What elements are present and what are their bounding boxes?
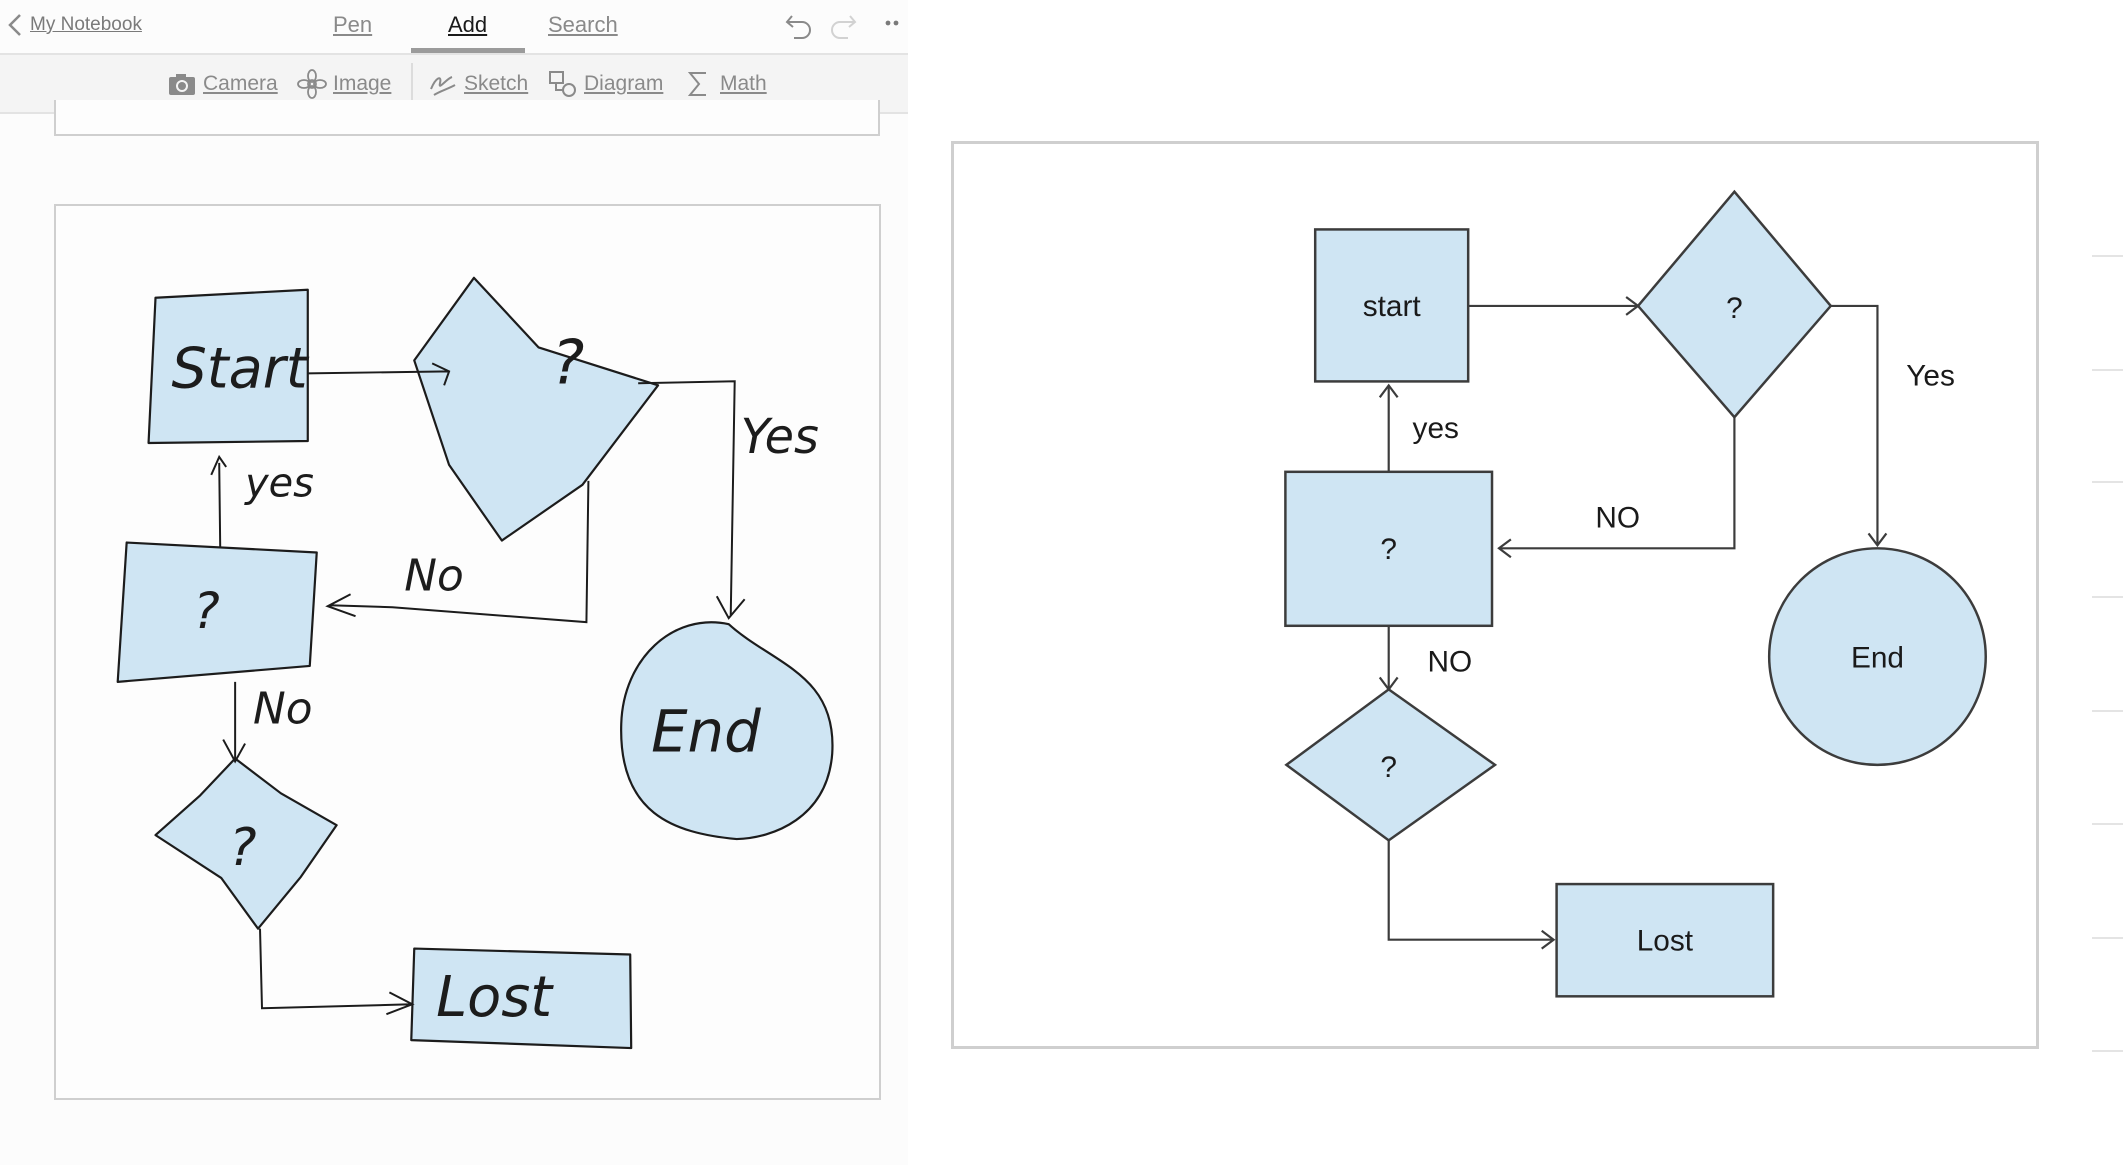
sketch-button[interactable]: Sketch xyxy=(428,69,528,99)
page-rule xyxy=(2092,823,2123,825)
sketch-no-low-label: No xyxy=(253,684,313,735)
process-decision-label: ? xyxy=(1380,533,1397,566)
end-node-label: End xyxy=(1851,642,1904,675)
sketch-decision-1-label: ? xyxy=(552,326,585,398)
lost-node-label: Lost xyxy=(1637,925,1694,958)
hand-drawn-flowchart: Start ? Yes yes No ? No ? End Lost xyxy=(116,276,834,1050)
sketch-end-circle xyxy=(620,621,834,841)
back-link-label: My Notebook xyxy=(30,14,142,35)
start-node xyxy=(1313,228,1470,383)
undo-icon[interactable] xyxy=(782,8,816,42)
sketch-label: Sketch xyxy=(464,72,529,95)
page-rule xyxy=(2092,1050,2123,1052)
camera-icon xyxy=(169,74,195,95)
process-decision-node xyxy=(1284,470,1494,628)
sketch-decision-3-label: ? xyxy=(229,818,256,878)
tab-add[interactable]: Add xyxy=(448,12,488,37)
tab-search[interactable]: Search xyxy=(548,12,618,37)
image-icon xyxy=(297,69,327,99)
redo-icon[interactable] xyxy=(826,8,860,42)
sketch-decision-2-box xyxy=(116,541,318,683)
sketch-decision-1 xyxy=(413,276,660,542)
sketch-lost-box xyxy=(410,947,633,1050)
top-decision-node xyxy=(1636,189,1833,420)
lost-node xyxy=(1555,882,1775,998)
previous-canvas-box xyxy=(54,100,880,136)
chevron-left-icon xyxy=(8,14,21,36)
low-decision-node xyxy=(1284,687,1498,842)
ribbon-divider xyxy=(411,63,413,105)
page-rule xyxy=(2092,710,2123,712)
sketch-canvas[interactable]: Start ? Yes yes No ? No ? End Lost xyxy=(54,204,881,1100)
math-button[interactable]: Math xyxy=(684,69,767,99)
sketch-icon xyxy=(430,76,456,96)
connector-decision-to-process xyxy=(1498,417,1736,550)
sketch-no-mid-label: No xyxy=(404,550,464,601)
page-rule xyxy=(2092,255,2123,257)
math-icon xyxy=(687,72,706,96)
connector-decision-to-end xyxy=(1830,304,1879,546)
yes-right-label: Yes xyxy=(1906,359,1955,392)
image-label: Image xyxy=(333,72,392,95)
diagram-button[interactable]: Diagram xyxy=(548,69,663,99)
sketch-decision-2-label: ? xyxy=(193,582,219,640)
sketch-lost-label: Lost xyxy=(436,965,554,1030)
connector-decision-low-to-lost xyxy=(1387,840,1554,941)
top-decision-label: ? xyxy=(1726,292,1743,325)
sketch-start-box xyxy=(147,288,309,445)
diagram-label: Diagram xyxy=(584,72,664,95)
page-rule xyxy=(2092,596,2123,598)
page-rule xyxy=(2092,481,2123,483)
yes-left-label: yes xyxy=(1413,412,1459,445)
no-mid-label: NO xyxy=(1595,501,1640,534)
back-link[interactable]: My Notebook xyxy=(6,12,142,38)
end-node xyxy=(1767,547,1987,767)
sketch-end-label: End xyxy=(651,698,761,766)
page-ruling-marks xyxy=(2092,0,2123,1165)
sketch-start-label: Start xyxy=(171,336,309,401)
top-navigation-bar: My Notebook Pen Add Search xyxy=(0,0,908,55)
no-low-label: NO xyxy=(1427,645,1472,678)
image-button[interactable]: Image xyxy=(297,69,391,99)
camera-label: Camera xyxy=(203,72,278,95)
notebook-panel: My Notebook Pen Add Search Camera xyxy=(0,0,908,1165)
sketch-yes-right-label: Yes xyxy=(741,410,819,465)
tab-pen[interactable]: Pen xyxy=(333,12,373,37)
low-decision-label: ? xyxy=(1380,751,1397,784)
sketch-yes-left-label: yes xyxy=(244,461,314,507)
page-rule xyxy=(2092,369,2123,371)
diagram-icon xyxy=(549,71,576,97)
page-rule xyxy=(2092,937,2123,939)
camera-button[interactable]: Camera xyxy=(167,69,278,99)
active-tab-indicator xyxy=(411,48,525,53)
math-label: Math xyxy=(720,72,767,95)
sketch-decision-3 xyxy=(154,757,338,930)
converted-diagram-canvas[interactable]: start ? Yes yes NO ? NO ? End Lost xyxy=(951,141,2039,1049)
more-options-icon[interactable] xyxy=(884,18,904,28)
flowchart-diagram: start ? Yes yes NO ? NO ? End Lost xyxy=(1284,189,1987,998)
start-node-label: start xyxy=(1363,290,1422,323)
